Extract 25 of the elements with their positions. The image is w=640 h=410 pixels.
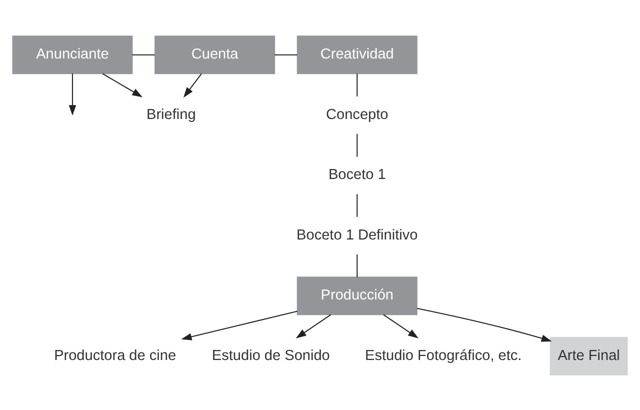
- arrow: [68, 73, 76, 116]
- node-box: Anunciante: [12, 35, 133, 74]
- arrow: [102, 72, 143, 97]
- connector: [356, 194, 358, 216]
- arrow: [296, 314, 332, 338]
- node-text: Briefing: [146, 106, 196, 122]
- arrow: [181, 310, 298, 340]
- connector: [356, 73, 358, 96]
- node-box: Arte Final: [550, 336, 628, 375]
- node-text: Concepto: [326, 106, 388, 122]
- node-box: Producción: [296, 276, 418, 315]
- connector: [356, 133, 358, 156]
- node-text: Boceto 1: [328, 166, 386, 183]
- arrow: [183, 72, 202, 98]
- connector: [132, 54, 155, 55]
- arrow: [416, 307, 552, 342]
- arrow: [383, 314, 418, 338]
- connector: [356, 254, 358, 277]
- node-text: Estudio de Sonido: [212, 347, 330, 364]
- node-box: Cuenta: [154, 35, 276, 74]
- node-text: Boceto 1 Definitivo: [296, 226, 418, 243]
- connector: [274, 54, 298, 55]
- node-text: Productora de cine: [54, 347, 176, 364]
- node-box: Creatividad: [296, 35, 418, 74]
- node-text: Estudio Fotográfico, etc.: [365, 347, 522, 364]
